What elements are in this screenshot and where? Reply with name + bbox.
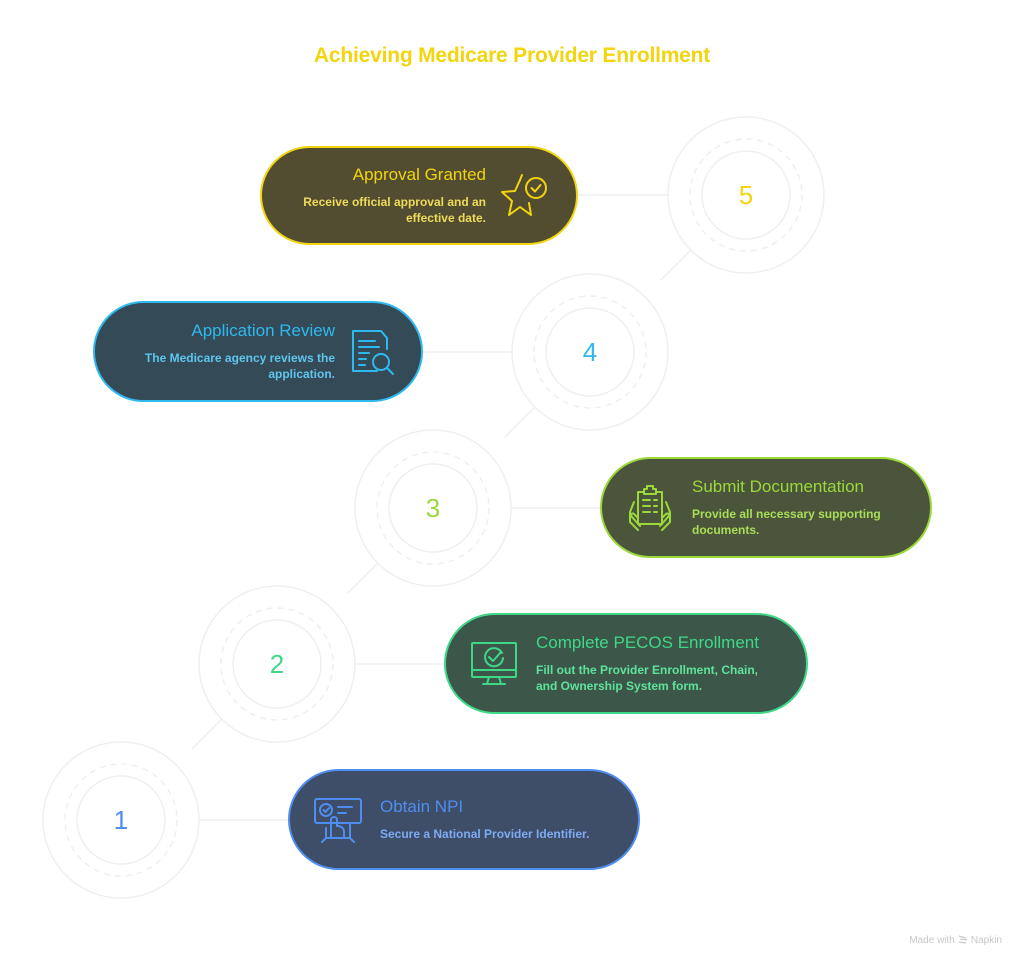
star-check-icon: [498, 170, 550, 222]
step-4-card: Application Review The Medicare agency r…: [93, 301, 423, 402]
step-1-inner-ring: [76, 775, 166, 865]
hands-clipboard-icon: [624, 482, 676, 534]
diagram-title: Achieving Medicare Provider Enrollment: [313, 44, 711, 67]
made-with-napkin: Made with Napkin: [909, 934, 1002, 947]
step-5-inner-ring: [701, 150, 791, 240]
step-4-dashed-ring: [533, 295, 647, 409]
step-5-description: Receive official approval and an effecti…: [303, 195, 486, 225]
step-5-card: Approval Granted Receive official approv…: [260, 146, 578, 245]
step-4-inner-ring: [545, 307, 635, 397]
step-1-dashed-ring: [64, 763, 178, 877]
monitor-check-icon: [468, 638, 520, 690]
document-search-icon: [347, 326, 399, 378]
step-3-description: Provide all necessary supporting documen…: [692, 507, 881, 537]
step-2-inner-ring: [232, 619, 322, 709]
step-2-card: Complete PECOS Enrollment Fill out the P…: [444, 613, 808, 714]
step-3-card: Submit Documentation Provide all necessa…: [600, 457, 932, 558]
step-5-number: 5: [738, 180, 754, 210]
id-card-hand-icon: [312, 794, 364, 846]
connector-3-2: [347, 562, 379, 594]
made-with-label: Made with: [909, 935, 955, 946]
step-3-dashed-ring: [376, 451, 490, 565]
napkin-logo-icon: [958, 934, 968, 947]
step-4-description: The Medicare agency reviews the applicat…: [144, 351, 335, 381]
step-5-heading: Approval Granted: [352, 165, 486, 184]
connector-2-1: [191, 718, 223, 750]
step-2-number: 2: [269, 649, 285, 679]
step-2-heading: Complete PECOS Enrollment: [536, 633, 759, 652]
connector-4-3: [504, 406, 536, 438]
step-1-description: Secure a National Provider Identifier.: [380, 827, 590, 841]
step-3-heading: Submit Documentation: [692, 477, 864, 496]
napkin-brand: Napkin: [970, 935, 1002, 946]
step-2-description: Fill out the Provider Enrollment, Chain,…: [536, 663, 759, 693]
step-4-number: 4: [582, 337, 598, 367]
step-2-dashed-ring: [220, 607, 334, 721]
step-3-number: 3: [425, 493, 441, 523]
step-5-dashed-ring: [689, 138, 803, 252]
step-1-card: Obtain NPI Secure a National Provider Id…: [288, 769, 640, 870]
connector-5-4: [660, 249, 692, 281]
step-1-number: 1: [113, 805, 129, 835]
step-1-heading: Obtain NPI: [380, 797, 464, 816]
step-3-inner-ring: [388, 463, 478, 553]
step-4-heading: Application Review: [191, 321, 335, 340]
